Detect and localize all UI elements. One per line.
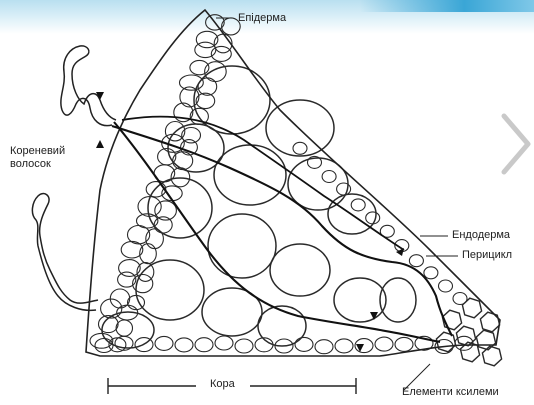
small-cell	[366, 212, 380, 224]
chevron-right-icon	[496, 112, 534, 176]
cortex-large-cells	[102, 66, 416, 348]
small-cell	[375, 337, 393, 351]
small-cell	[335, 339, 353, 353]
small-cell	[424, 267, 438, 279]
cortex-cell	[194, 66, 270, 134]
small-cell	[140, 244, 157, 264]
small-cell	[293, 142, 307, 154]
small-cell	[235, 339, 253, 353]
cortex-cell	[270, 244, 330, 296]
cortex-cell	[258, 306, 306, 346]
small-cell	[315, 340, 333, 354]
water-pathway-upper	[112, 126, 452, 336]
root-hair-lower	[32, 194, 98, 311]
small-cell	[173, 152, 193, 170]
xylem-cell	[462, 298, 481, 318]
next-slide-button[interactable]	[496, 112, 534, 176]
small-cell	[116, 320, 132, 336]
small-cell	[351, 199, 365, 211]
small-cell	[175, 338, 193, 352]
cortex-cell	[168, 124, 224, 172]
cortex-cell	[266, 100, 334, 156]
cortex-cell	[214, 145, 286, 205]
small-cell	[215, 336, 233, 350]
small-cell	[322, 171, 336, 183]
root-hair-upper	[61, 46, 116, 126]
small-cell	[409, 255, 423, 267]
pathway-arrows	[96, 92, 404, 352]
small-cell	[295, 337, 313, 351]
xylem-cells	[436, 298, 501, 366]
small-cell	[195, 338, 213, 352]
small-cell	[395, 337, 413, 351]
small-cell	[154, 217, 172, 233]
cortex-cell	[208, 214, 276, 278]
small-cell	[155, 336, 173, 350]
cortex-cell	[102, 312, 154, 348]
label-endoderma: Ендодерма	[452, 229, 510, 242]
cortex-cell	[136, 260, 204, 320]
label-xylem-elements: Елементи ксилеми	[402, 386, 499, 399]
xylem-cell	[480, 312, 499, 332]
label-cortex: Кора	[210, 378, 235, 391]
label-epiderma: Епідерма	[238, 12, 286, 25]
label-pericycle: Перицикл	[462, 249, 512, 262]
label-root-hair: Кореневий волосок	[10, 145, 82, 171]
small-cell	[439, 280, 453, 292]
cortex-cell	[334, 278, 386, 322]
